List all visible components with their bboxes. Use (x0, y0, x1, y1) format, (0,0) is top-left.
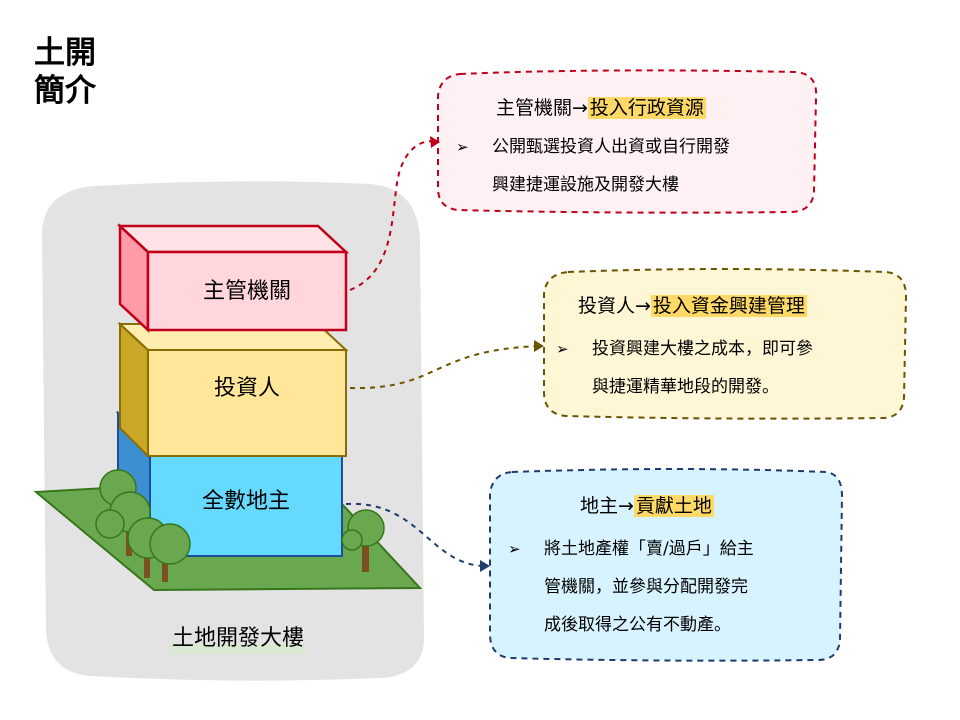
landowner-bullet: ➢ 將土地產權「賣/過戶」給主 管機關，並參與分配開發完 成後取得之公有不動產。 (508, 530, 754, 644)
bullet-arrow-icon: ➢ (456, 138, 469, 156)
page-title: 土開 簡介 (34, 34, 96, 110)
page-title-line-1: 土開 (34, 35, 96, 71)
page-title-line-2: 簡介 (34, 73, 96, 109)
investor-bullet-line-2: 與捷運精華地段的開發。 (592, 377, 779, 397)
bullet-arrow-icon: ➢ (508, 540, 521, 558)
tree-left-cluster (95, 469, 191, 582)
authority-connector-arrow (430, 136, 440, 148)
landowner-connector-arrow (480, 560, 490, 572)
authority-callout-box (437, 69, 818, 214)
investor-action-highlight: 投入資金興建管理 (650, 295, 807, 317)
authority-block-label: 主管機關 (202, 279, 291, 304)
investor-bullet-line-1: 投資興建大樓之成本，即可參 (592, 339, 813, 359)
authority-role: 主管機關→ (496, 97, 588, 119)
authority-callout-heading: 主管機關→投入行政資源 (496, 94, 706, 122)
investor-connector (349, 345, 541, 390)
investor-role: 投資人→ (578, 295, 651, 317)
authority-connector (349, 140, 437, 291)
authority-bullet-line-2: 興建捷運設施及開發大樓 (492, 175, 679, 195)
bullet-arrow-icon: ➢ (556, 340, 569, 358)
landowner-bullet-line-2: 管機關，並參與分配開發完 (544, 577, 748, 597)
landowner-role: 地主→ (580, 495, 634, 517)
investor-connector-arrow (534, 340, 544, 352)
authority-bullet-line-1: 公開甄選投資人出資或自行開發 (492, 137, 730, 157)
landowner-connector (345, 502, 487, 567)
landowner-block-label: 全數地主 (201, 489, 290, 514)
investor-bullet: ➢ 投資興建大樓之成本，即可參 與捷運精華地段的開發。 (556, 330, 813, 406)
authority-action-highlight: 投入行政資源 (587, 97, 706, 119)
investor-block-label: 投資人 (213, 376, 280, 401)
landowner-callout-box (489, 468, 844, 662)
landowner-callout-heading: 地主→貢獻土地 (580, 492, 714, 520)
landowner-action-highlight: 貢獻土地 (633, 495, 714, 517)
authority-block (116, 223, 350, 333)
authority-bullet: ➢ 公開甄選投資人出資或自行開發 興建捷運設施及開發大樓 (456, 128, 730, 204)
building-caption: 土地開發大樓 (170, 624, 307, 654)
investor-callout-heading: 投資人→投入資金興建管理 (578, 292, 807, 320)
landowner-bullet-line-1: 將土地產權「賣/過戶」給主 (544, 539, 754, 559)
investor-callout-box (543, 268, 908, 420)
landowner-bullet-line-3: 成後取得之公有不動產。 (544, 615, 731, 635)
tree-right (341, 509, 385, 572)
